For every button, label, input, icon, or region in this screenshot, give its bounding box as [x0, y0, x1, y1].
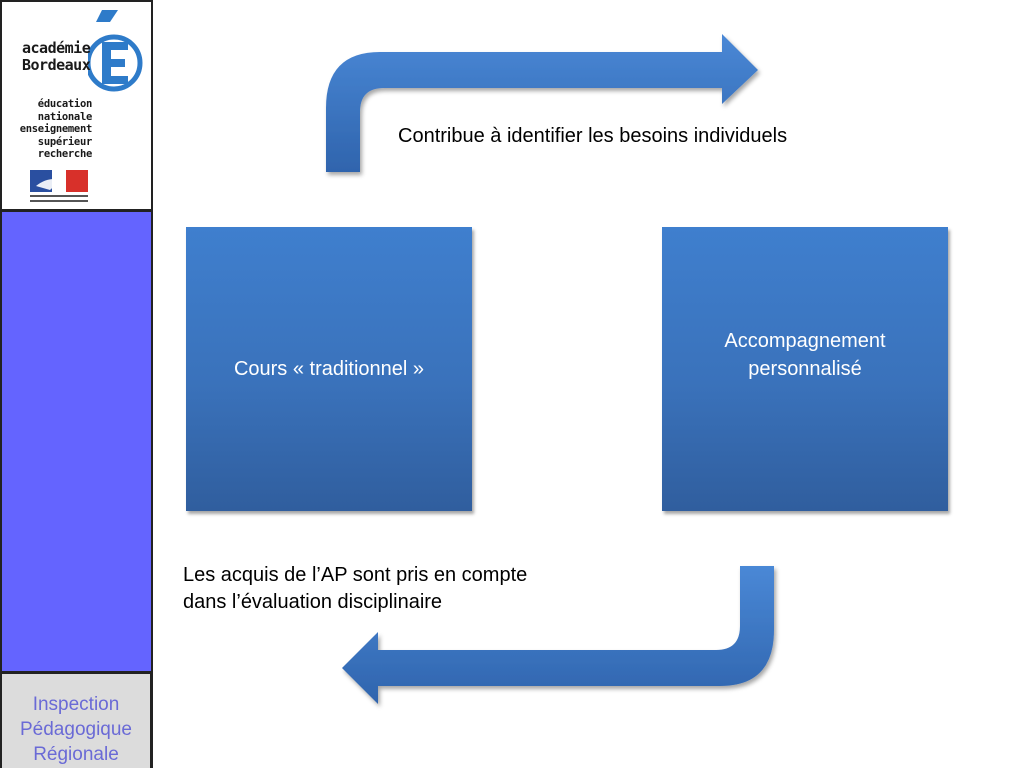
logo-wordmark: académie Bordeaux — [22, 39, 91, 74]
logo-ministry-line: nationale — [37, 110, 93, 123]
logo-ministry-line: éducation — [37, 98, 93, 110]
caption-bottom: Les acquis de l’AP sont pris en compte d… — [183, 562, 527, 616]
e-logo-icon — [88, 10, 143, 92]
sidebar-blue-band — [0, 212, 153, 674]
caption-top: Contribue à identifier les besoins indiv… — [398, 125, 788, 147]
sidebar: académie Bordeaux éducation nationale en… — [0, 0, 155, 768]
box-personalized-support: Accompagnement personnalisé — [662, 227, 948, 511]
french-flag-icon — [30, 170, 88, 192]
logo-ministry-line: supérieur — [37, 135, 93, 148]
inspection-line: Régionale — [33, 744, 119, 765]
logo-line-bordeaux: Bordeaux — [22, 56, 91, 74]
logo-ministry-line: enseignement — [19, 123, 93, 135]
box-traditional-course: Cours « traditionnel » — [186, 227, 472, 511]
inspection-line: Pédagogique — [20, 719, 132, 740]
caption-bottom-line: Les acquis de l’AP sont pris en compte — [183, 564, 528, 586]
republic-caption-icon — [30, 195, 88, 202]
logo-ministry-line: recherche — [37, 148, 93, 160]
inspection-line: Inspection — [32, 694, 120, 715]
caption-bottom-line: dans l’évaluation disciplinaire — [183, 591, 443, 613]
arrow-bottom — [342, 566, 774, 704]
logo-ministry-text: éducation nationale enseignement supérie… — [8, 98, 93, 161]
arrow-top — [326, 34, 758, 172]
box-traditional-course-label: Cours « traditionnel » — [233, 358, 425, 380]
inspection-label: Inspection Pédagogique Régionale — [0, 674, 153, 768]
box-personalized-support-label: Accompagnement personnalisé — [724, 330, 886, 380]
academie-logo: académie Bordeaux éducation nationale en… — [0, 0, 153, 212]
logo-line-academie: académie — [22, 39, 91, 57]
